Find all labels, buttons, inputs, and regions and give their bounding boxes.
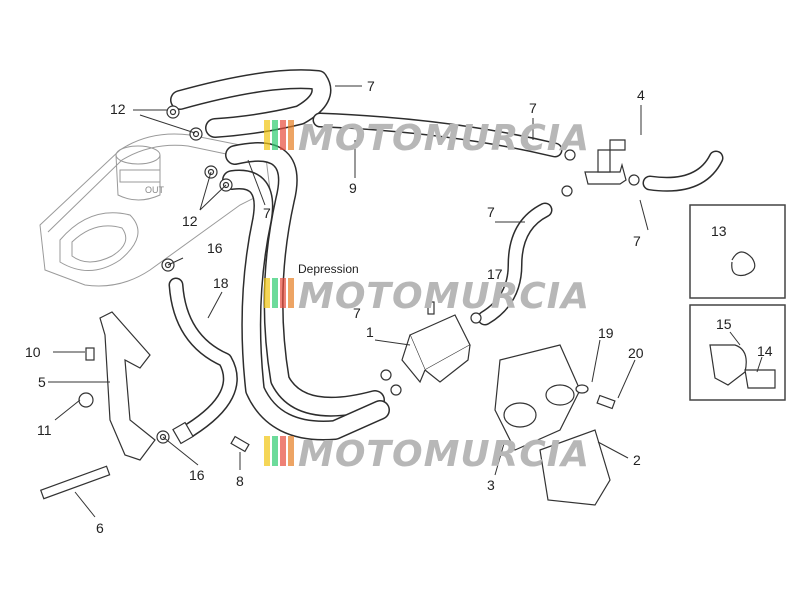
callout-20: 20 <box>628 345 644 361</box>
nut-11 <box>78 392 94 408</box>
screw-10 <box>85 347 95 361</box>
callout-7: 7 <box>367 78 375 94</box>
watermark-middle: MOTOMURCIA <box>264 276 590 317</box>
callout-4: 4 <box>637 87 645 103</box>
washer-and-screw <box>575 384 616 410</box>
callout-7: 7 <box>529 100 537 116</box>
callout-17: 17 <box>487 266 503 282</box>
watermark-text: MOTOMURCIA <box>298 434 590 475</box>
callout-3: 3 <box>487 477 495 493</box>
tank-outlet-mark: OUT <box>145 185 165 195</box>
clamp-icon <box>564 149 576 161</box>
screw-8 <box>230 435 250 453</box>
depression-annotation: Depression <box>298 262 359 276</box>
inset-box-14-15 <box>689 304 786 401</box>
clamp-icon <box>561 185 573 197</box>
callout-16: 16 <box>189 467 205 483</box>
left-bracket-assembly <box>39 311 250 500</box>
callout-12: 12 <box>110 101 126 117</box>
callout-14: 14 <box>757 343 773 359</box>
callout-13: 13 <box>711 223 727 239</box>
clamp-icon <box>470 312 482 324</box>
callout-5: 5 <box>38 374 46 390</box>
watermark-top: MOTOMURCIA <box>264 118 590 159</box>
screw-20 <box>596 394 616 410</box>
callout-7: 7 <box>263 205 271 221</box>
clamp-icon <box>628 174 640 186</box>
rod-6 <box>39 465 111 500</box>
clamp-icon <box>204 165 218 179</box>
inset-box-13 <box>689 204 786 299</box>
callout-labels: 7 12 12 9 7 7 4 7 7 7 17 16 18 1 13 15 1… <box>25 78 773 536</box>
callout-2: 2 <box>633 452 641 468</box>
callout-19: 19 <box>598 325 614 341</box>
hose-connector <box>172 421 194 445</box>
clamp-icon <box>166 105 180 119</box>
callout-9: 9 <box>349 180 357 196</box>
callout-7: 7 <box>487 204 495 220</box>
callout-1: 1 <box>366 324 374 340</box>
fuel-filter <box>401 301 471 384</box>
callout-6: 6 <box>96 520 104 536</box>
callout-11: 11 <box>37 422 52 438</box>
hose-clamps <box>156 105 640 444</box>
callout-18: 18 <box>213 275 229 291</box>
fuel-hoses <box>168 69 724 441</box>
t-fitting <box>584 139 627 185</box>
mounting-bracket <box>494 344 611 506</box>
watermark-bottom: MOTOMURCIA <box>264 434 590 475</box>
callout-7: 7 <box>353 305 361 321</box>
clamp-icon <box>390 384 402 396</box>
watermark-text: MOTOMURCIA <box>298 276 590 317</box>
leader-lines <box>48 85 763 518</box>
callout-8: 8 <box>236 473 244 489</box>
callout-12: 12 <box>182 213 198 229</box>
washer-19 <box>575 384 589 394</box>
callout-16: 16 <box>207 240 223 256</box>
callout-10: 10 <box>25 344 41 360</box>
watermark-text: MOTOMURCIA <box>298 118 590 159</box>
clamp-icon <box>380 369 392 381</box>
callout-15: 15 <box>716 316 732 332</box>
callout-7: 7 <box>633 233 641 249</box>
clamp-icon <box>189 127 203 141</box>
